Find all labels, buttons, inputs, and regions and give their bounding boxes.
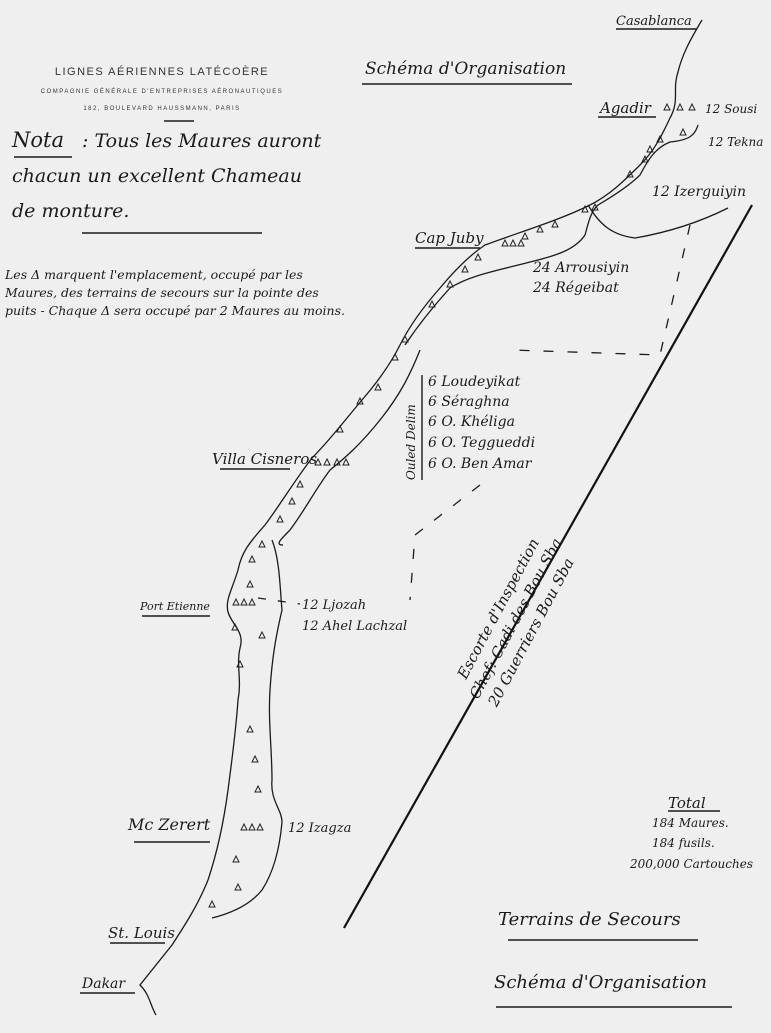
well-marker-triangle [679, 127, 687, 136]
tribe-ouled-delim-4: 6 O. Teggueddi [428, 435, 535, 451]
well-marker-triangle [254, 784, 262, 793]
tribe-ouled-delim-2: 6 Séraghna [428, 394, 510, 410]
well-marker-triangle [551, 219, 559, 228]
place-port-etienne: Port Etienne [139, 600, 210, 613]
tribe-regeibat: 24 Régeibat [532, 280, 619, 296]
well-markers [208, 102, 696, 908]
tribe-ljozah: 12 Ljozah [302, 598, 366, 613]
place-cap-juby: Cap Juby [415, 229, 484, 247]
tribe-ouled-delim-1: 6 Loudeyikat [428, 374, 521, 390]
escort-route-line [343, 204, 753, 929]
place-st-louis: St. Louis [108, 924, 175, 942]
well-marker-triangle [474, 252, 482, 261]
well-marker-triangle [509, 238, 517, 247]
well-marker-triangle [391, 352, 399, 361]
well-marker-triangle [501, 238, 509, 247]
well-marker-triangle [314, 457, 322, 466]
footer-title1: Terrains de Secours [498, 909, 681, 930]
well-marker-triangle [240, 822, 248, 831]
well-marker-triangle [663, 102, 671, 111]
well-marker-triangle [232, 854, 240, 863]
well-marker-triangle [258, 539, 266, 548]
zone-boundary-south [211, 539, 283, 919]
well-marker-triangle [232, 597, 240, 606]
well-marker-triangle [258, 630, 266, 639]
well-marker-triangle [342, 457, 350, 466]
letterhead-company: LIGNES AÉRIENNES LATÉCOÈRE [55, 65, 269, 78]
well-marker-triangle [446, 279, 454, 288]
well-marker-triangle [208, 899, 216, 908]
well-marker-triangle [248, 597, 256, 606]
well-marker-triangle [646, 144, 654, 153]
tribe-izagza: 12 Izagza [288, 821, 351, 836]
well-marker-triangle [688, 102, 696, 111]
well-marker-triangle [641, 154, 649, 163]
nota-line2: chacun un excellent Chameau [12, 165, 302, 187]
tribe-tekna: 12 Tekna [708, 135, 763, 149]
well-marker-triangle [676, 102, 684, 111]
tribe-ouled-delim-3: 6 O. Khéliga [428, 414, 515, 430]
well-marker-triangle [401, 334, 409, 343]
place-casablanca: Casablanca [616, 14, 692, 29]
well-marker-triangle [356, 396, 364, 405]
well-marker-triangle [234, 882, 242, 891]
zone-boundary-middle [278, 349, 421, 546]
tribe-sousi: 12 Sousi [705, 102, 757, 116]
well-marker-triangle [236, 659, 244, 668]
well-marker-triangle [461, 264, 469, 273]
well-marker-triangle [256, 822, 264, 831]
total-maures: 184 Maures. [652, 816, 729, 830]
nota-line3: de monture. [12, 200, 129, 222]
letterhead-subtitle: COMPAGNIE GÉNÉRALE D'ENTREPRISES AÉRONAU… [41, 88, 283, 95]
well-marker-triangle [240, 597, 248, 606]
ouled-delim-label: Ouled Delim [404, 404, 418, 480]
well-marker-triangle [246, 724, 254, 733]
letterhead-address: 182, BOULEVARD HAUSSMANN, PARIS [83, 106, 240, 112]
place-agadir: Agadir [598, 99, 652, 117]
place-dakar: Dakar [81, 976, 126, 992]
legend-line2: Maures, des terrains de secours sur la p… [4, 285, 319, 300]
well-marker-triangle [656, 134, 664, 143]
well-marker-triangle [428, 299, 436, 308]
well-marker-triangle [323, 457, 331, 466]
tribe-izerguiyin: 12 Izerguiyin [652, 184, 746, 200]
well-marker-triangle [591, 202, 599, 211]
nota-label: Nota [11, 128, 64, 152]
nota-line1: : Tous les Maures auront [82, 130, 322, 152]
tribe-ouled-delim-5: 6 O. Ben Amar [428, 456, 533, 472]
well-marker-triangle [581, 204, 589, 213]
well-marker-triangle [248, 822, 256, 831]
tribe-ahel-lachzal: 12 Ahel Lachzal [302, 619, 407, 634]
dashed-boundary-etienne [257, 597, 301, 605]
dashed-boundary [409, 224, 691, 601]
well-marker-triangle [517, 238, 525, 247]
well-marker-triangle [251, 754, 259, 763]
place-villa-cisneros: Villa Cisneros [212, 450, 317, 468]
well-marker-triangle [374, 382, 382, 391]
well-marker-triangle [521, 231, 529, 240]
tribe-arrousiyin: 24 Arrousiyin [532, 260, 629, 276]
total-label: Total [668, 794, 706, 812]
coastline [139, 19, 703, 1016]
well-marker-triangle [231, 622, 239, 631]
total-fusils: 184 fusils. [652, 836, 715, 850]
well-marker-triangle [288, 496, 296, 505]
place-mc-zerert: Mc Zerert [127, 815, 211, 834]
legend-line3: puits - Chaque Δ sera occupé par 2 Maure… [5, 303, 345, 318]
footer-title2: Schéma d'Organisation [494, 972, 707, 993]
well-marker-triangle [536, 224, 544, 233]
well-marker-triangle [336, 424, 344, 433]
well-marker-triangle [246, 579, 254, 588]
well-marker-triangle [276, 514, 284, 523]
total-cartouches: 200,000 Cartouches [629, 857, 753, 871]
well-marker-triangle [248, 554, 256, 563]
legend-line1: Les Δ marquent l'emplacement, occupé par… [4, 267, 303, 282]
title-top: Schéma d'Organisation [365, 59, 566, 79]
well-marker-triangle [626, 169, 634, 178]
izerguiyin-boundary [587, 204, 729, 239]
well-marker-triangle [296, 479, 304, 488]
well-marker-triangle [333, 457, 341, 466]
